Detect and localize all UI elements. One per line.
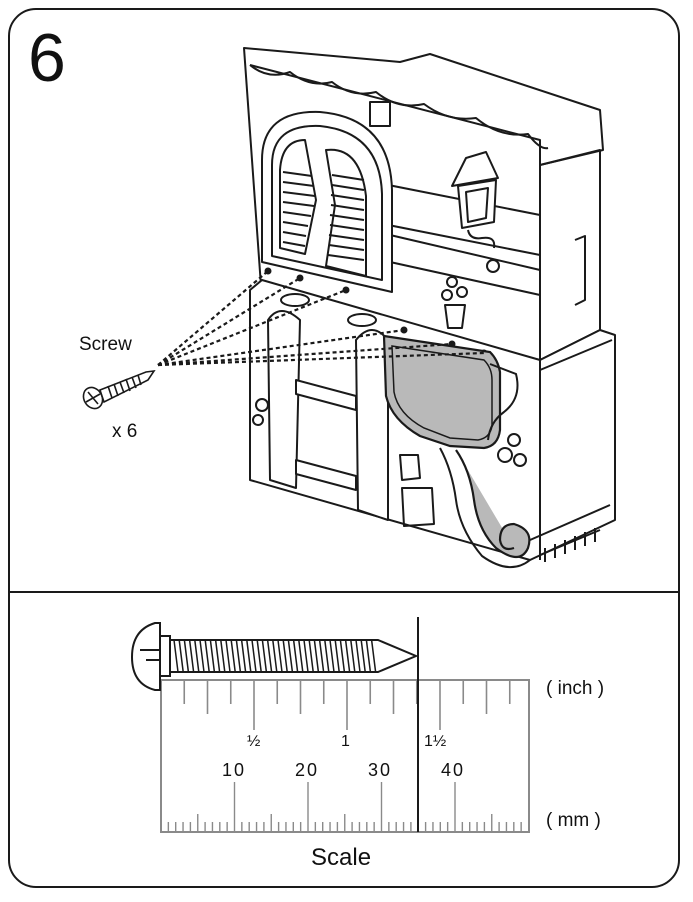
screw-thread — [199, 639, 205, 673]
screw-thread — [194, 639, 200, 673]
screw-thread — [298, 639, 304, 673]
highlighted-back-panel — [382, 334, 502, 450]
screw-thread — [308, 639, 314, 673]
screw-quantity: x 6 — [112, 421, 138, 442]
screw-thread — [282, 639, 288, 673]
screw-thread — [251, 639, 257, 673]
screw-thread — [188, 639, 195, 673]
screw-thread — [313, 639, 320, 673]
screw-thread — [235, 639, 242, 673]
ruler-body — [160, 679, 530, 833]
screw-thread — [220, 639, 226, 673]
mm-label-10: 10 — [222, 760, 247, 780]
mm-unit-label: ( mm ) — [546, 810, 601, 831]
screw-label: Screw — [79, 334, 132, 355]
highlighted-scroll-arm — [455, 449, 531, 559]
screw-thread — [334, 639, 340, 673]
screw-thread — [292, 639, 299, 673]
full-size-screw-icon — [130, 622, 419, 691]
screw-thread — [230, 639, 236, 673]
screw-thread — [287, 639, 294, 673]
inch-label-one: 1 — [341, 733, 350, 750]
screw-thread — [344, 639, 351, 673]
screw-thread — [266, 639, 273, 673]
screw-thread — [329, 639, 335, 673]
screw-thread — [214, 639, 221, 673]
screw-thread — [183, 639, 190, 673]
screw-thread — [209, 639, 216, 673]
instruction-panel-frame — [8, 8, 680, 888]
screw-thread — [360, 639, 366, 673]
scale-title: Scale — [311, 844, 372, 871]
screw-thread — [365, 639, 372, 673]
panel-divider — [8, 591, 680, 593]
screw-thread — [261, 639, 268, 673]
screw-thread — [324, 639, 330, 673]
inch-tick-marks — [183, 680, 511, 730]
mm-label-30: 30 — [368, 760, 393, 780]
step-number: 6 — [28, 20, 66, 96]
screw-thread — [318, 639, 325, 673]
screw-thread — [370, 639, 377, 673]
screw-thread — [272, 639, 278, 673]
inch-label-half: ½ — [247, 733, 261, 750]
inch-label-one-half: 1½ — [424, 733, 447, 750]
mm-label-40: 40 — [441, 760, 466, 780]
screw-thread — [256, 639, 262, 673]
screw-guide-lines — [157, 270, 485, 367]
screw-thread — [350, 639, 356, 673]
screw-thread — [303, 639, 309, 673]
screw-thread — [339, 639, 346, 673]
mm-label-20: 20 — [295, 760, 320, 780]
inch-unit-label: ( inch ) — [546, 678, 605, 699]
screw-thread — [240, 639, 247, 673]
screw-thread — [277, 639, 283, 673]
screw-thread — [173, 639, 179, 673]
screw-thread — [225, 639, 231, 673]
mm-tick-marks — [160, 782, 522, 832]
screw-thread — [355, 639, 361, 673]
screw-thread — [204, 639, 210, 673]
screw-icon — [82, 369, 156, 410]
screw-thread — [246, 639, 252, 673]
screw-thread — [178, 639, 184, 673]
